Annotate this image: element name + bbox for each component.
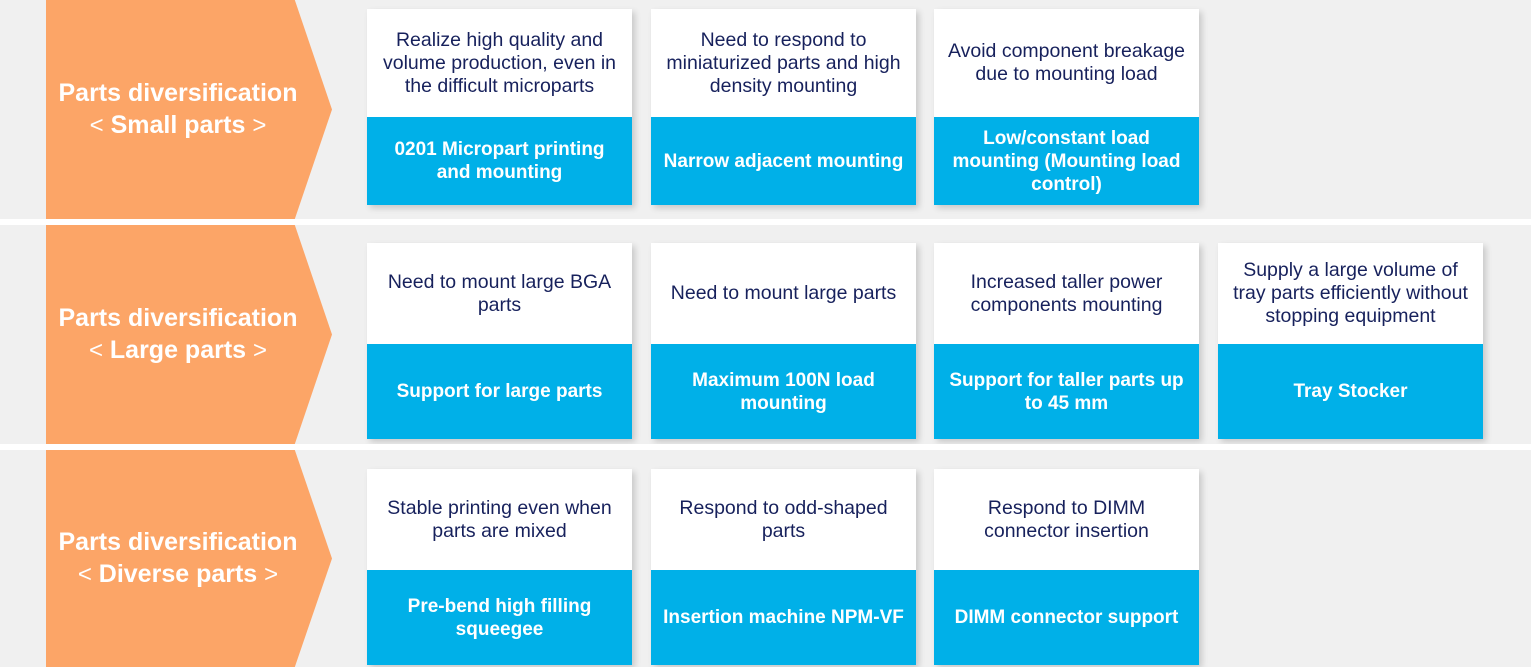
card-solution-text: Narrow adjacent mounting — [651, 117, 916, 205]
card-r3c3[interactable]: Respond to DIMM connector insertion DIMM… — [934, 469, 1199, 665]
banner-bracket-close: > — [252, 112, 267, 139]
card-problem-text: Realize high quality and volume producti… — [367, 9, 632, 117]
card-solution-text: Low/constant load mounting (Mounting loa… — [934, 117, 1199, 205]
banner-subtitle: < Small parts > — [90, 109, 289, 142]
row-diverse-parts: Parts diversification < Diverse parts > … — [0, 450, 1531, 667]
banner-subtitle: < Diverse parts > — [78, 558, 300, 591]
card-solution-text: Support for large parts — [367, 344, 632, 439]
card-problem-text: Need to respond to miniaturized parts an… — [651, 9, 916, 117]
card-problem-text: Respond to DIMM connector insertion — [934, 469, 1199, 570]
banner-subtitle-label: Small parts — [110, 111, 246, 139]
card-solution-text: DIMM connector support — [934, 570, 1199, 665]
banner-subtitle-label: Diverse parts — [98, 560, 258, 588]
card-r2c2[interactable]: Need to mount large parts Maximum 100N l… — [651, 243, 916, 439]
banner-title: Parts diversification — [58, 79, 298, 107]
banner-bracket-open: < — [88, 337, 103, 364]
banner-title: Parts diversification — [58, 528, 298, 556]
card-solution-text: Tray Stocker — [1218, 344, 1483, 439]
card-r3c1[interactable]: Stable printing even when parts are mixe… — [367, 469, 632, 665]
row-banner-large-parts: Parts diversification < Large parts > — [46, 225, 332, 444]
row-banner-diverse-parts: Parts diversification < Diverse parts > — [46, 450, 332, 667]
card-problem-text: Stable printing even when parts are mixe… — [367, 469, 632, 570]
card-problem-text: Need to mount large parts — [651, 243, 916, 344]
banner-bracket-close: > — [264, 561, 279, 588]
banner-bracket-open: < — [89, 112, 104, 139]
card-solution-text: Pre-bend high filling squeegee — [367, 570, 632, 665]
card-r3c2[interactable]: Respond to odd-shaped parts Insertion ma… — [651, 469, 916, 665]
card-problem-text: Avoid component breakage due to mounting… — [934, 9, 1199, 117]
card-problem-text: Supply a large volume of tray parts effi… — [1218, 243, 1483, 344]
banner-bracket-close: > — [253, 337, 268, 364]
row-small-parts: Parts diversification < Small parts > Re… — [0, 0, 1531, 219]
banner-subtitle: < Large parts > — [89, 334, 289, 367]
banner-title: Parts diversification — [58, 304, 298, 332]
card-r2c4[interactable]: Supply a large volume of tray parts effi… — [1218, 243, 1483, 439]
row-banner-small-parts: Parts diversification < Small parts > — [46, 0, 332, 219]
card-r1c2[interactable]: Need to respond to miniaturized parts an… — [651, 9, 916, 205]
card-problem-text: Need to mount large BGA parts — [367, 243, 632, 344]
card-problem-text: Respond to odd-shaped parts — [651, 469, 916, 570]
card-problem-text: Increased taller power components mounti… — [934, 243, 1199, 344]
card-r2c1[interactable]: Need to mount large BGA parts Support fo… — [367, 243, 632, 439]
row-large-parts: Parts diversification < Large parts > Ne… — [0, 225, 1531, 444]
card-solution-text: 0201 Micropart printing and mounting — [367, 117, 632, 205]
card-solution-text: Maximum 100N load mounting — [651, 344, 916, 439]
row-divider-1 — [0, 219, 1531, 225]
banner-bracket-open: < — [77, 561, 92, 588]
card-r2c3[interactable]: Increased taller power components mounti… — [934, 243, 1199, 439]
card-r1c3[interactable]: Avoid component breakage due to mounting… — [934, 9, 1199, 205]
card-solution-text: Support for taller parts up to 45 mm — [934, 344, 1199, 439]
banner-subtitle-label: Large parts — [109, 336, 247, 364]
card-r1c1[interactable]: Realize high quality and volume producti… — [367, 9, 632, 205]
card-solution-text: Insertion machine NPM-VF — [651, 570, 916, 665]
row-divider-2 — [0, 444, 1531, 450]
